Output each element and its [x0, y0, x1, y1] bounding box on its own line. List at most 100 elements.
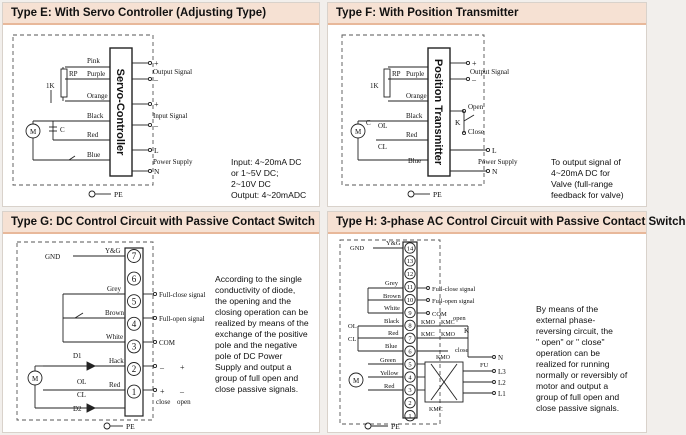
wire-rp: RP [69, 70, 78, 78]
limit-ol: OL [77, 378, 86, 386]
wire-red-2: Red [384, 383, 395, 390]
polarity-minus: – [159, 363, 165, 372]
desc-line: normally or reversibly of [536, 370, 628, 380]
desc-line: To output signal of [551, 157, 621, 167]
terminal-circle [404, 268, 416, 280]
limit-cl: CL [348, 336, 356, 343]
terminal-number: 9 [408, 310, 411, 317]
terminal-number: 7 [132, 251, 137, 261]
terminal-circle [404, 242, 416, 254]
terminal-plus: + [154, 59, 159, 68]
terminal-number: 14 [407, 245, 414, 252]
terminal-number: 3 [408, 387, 411, 394]
panel-header: Type F: With Position Transmitter [328, 3, 646, 25]
description: By means of the external phase- reversin… [536, 304, 627, 414]
wire-red: Red [109, 381, 121, 389]
terminal-circle [404, 371, 416, 383]
com-label: COM [432, 311, 447, 318]
full-open-signal: Full-open signal [159, 315, 205, 323]
switch-k: K [464, 327, 469, 335]
panel-title: Type G: DC Control Circuit with Passive … [11, 216, 315, 228]
wire-red: Red [388, 330, 399, 337]
terminal-circle [404, 332, 416, 344]
limit-cl: CL [378, 143, 387, 151]
limit-ol: OL [378, 122, 387, 130]
contactor-kmc: KMC [429, 407, 443, 413]
panel-title: Type H: 3-phase AC Control Circuit with … [336, 216, 686, 228]
panel-type-f: Type F: With Position Transmitter Positi… [327, 2, 647, 207]
full-close-signal: Full-close signal [159, 291, 206, 299]
desc-line: or 1~5V DC; [231, 168, 279, 178]
ground-icon [364, 422, 372, 430]
desc-line: Supply and output a [215, 362, 292, 372]
polarity-plus: + [180, 363, 185, 372]
terminal-number: 8 [408, 323, 411, 330]
gnd-label: GND [350, 245, 364, 252]
panel-title: Type F: With Position Transmitter [336, 7, 519, 19]
terminal-circle [127, 316, 141, 331]
desc-line: realized for running [536, 359, 610, 369]
desc-line: operation can be [536, 348, 601, 358]
polarity-plus-2: + [160, 387, 165, 396]
wire-black: Black [384, 318, 400, 325]
pe-label: PE [433, 190, 442, 199]
open-label: open [453, 315, 466, 322]
panel-title: Type E: With Servo Controller (Adjusting… [11, 7, 267, 19]
gnd-label: GND [45, 253, 60, 261]
desc-line: closing operation can be [215, 307, 309, 317]
wire-purple: Purple [87, 70, 105, 78]
terminal-n: N [154, 167, 160, 176]
ground-icon [407, 190, 415, 198]
terminal-number: 1 [132, 387, 137, 397]
resistor-1k: 1K [370, 82, 379, 90]
terminal-plus-2: + [154, 100, 159, 109]
terminal-number: 6 [408, 348, 412, 355]
terminal-number: 4 [132, 319, 137, 329]
terminal-minus: – [471, 75, 477, 84]
full-open-signal: Full-open signal [432, 298, 475, 305]
desc-line: close passive signals. [215, 384, 299, 394]
panel-type-e: Type E: With Servo Controller (Adjusting… [2, 2, 320, 207]
desc-line: Output: 4~20mADC [231, 190, 307, 200]
wire-blue: Blue [87, 151, 100, 159]
desc-line: " open" or " close" [536, 337, 605, 347]
terminal-number: 5 [132, 296, 137, 306]
desc-line: reversing circuit, the [536, 326, 613, 336]
terminal-circle [404, 281, 416, 293]
pe-label: PE [391, 422, 400, 431]
terminal-circle [404, 345, 416, 357]
desc-line: By means of the [536, 304, 599, 314]
terminal-circle [127, 339, 141, 354]
desc-line: external phase- [536, 315, 596, 325]
wire-red: Red [406, 131, 418, 139]
terminal-number: 2 [408, 400, 411, 407]
output-signal-label: Output Signal [470, 68, 509, 76]
terminal-number: 11 [407, 284, 413, 291]
wire-red: Red [87, 131, 99, 139]
wire-black: Black [87, 112, 104, 120]
description: Input: 4~20mA DC or 1~5V DC; 2~10V DC Ou… [231, 157, 306, 201]
terminal-l3: L3 [498, 368, 506, 376]
terminal-number: 13 [407, 258, 414, 265]
wire-blue: Blue [408, 157, 421, 165]
terminal-circle [127, 294, 141, 309]
wiring-diagram-f: Position Transmitter Purple Orange RP 1K… [341, 34, 518, 199]
wire-orange: Orange [406, 92, 427, 100]
terminal-l: L [492, 146, 497, 155]
desc-line: group of full open and [215, 373, 299, 383]
wire-black: Black [406, 112, 423, 120]
wire-rp: RP [392, 70, 401, 78]
wiring-diagram-e: Servo-Controller Pink Purple Orange RP 1… [12, 34, 193, 199]
com-label: COM [159, 339, 176, 347]
terminal-circle [404, 410, 416, 422]
terminal-circle [127, 384, 141, 399]
desc-line: 4~20mA DC for [551, 168, 610, 178]
ground-icon [103, 422, 111, 430]
terminal-circle [404, 293, 416, 306]
capacitor-label: C [60, 126, 65, 134]
full-close-signal: Full-close signal [432, 286, 475, 293]
desc-line: close passive signals. [536, 403, 620, 413]
close-label: close [455, 347, 468, 354]
description: According to the single conductivity of … [215, 274, 309, 395]
